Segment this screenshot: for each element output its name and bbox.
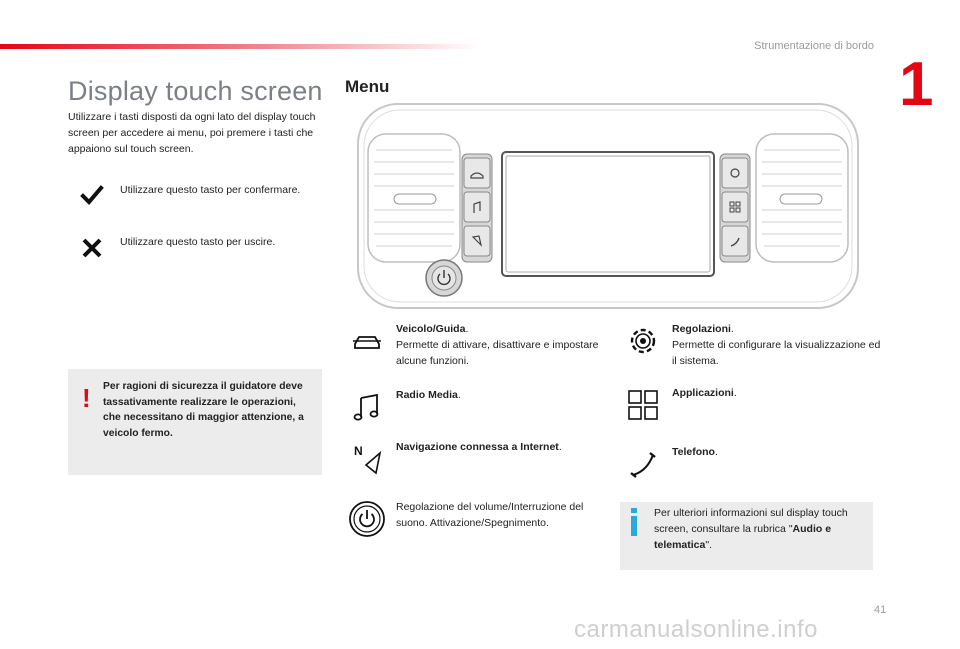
settings-text: Permette di configurare la visualizzazio… (672, 338, 881, 367)
exit-row: Utilizzare questo tasto per uscire. (80, 235, 275, 259)
info-text-link: Audio e telematica (654, 522, 832, 551)
page-title: Display touch screen (68, 76, 323, 106)
menu-title: Menu (345, 77, 390, 96)
right-air-vent (755, 133, 849, 263)
settings-label: Regolazioni (672, 323, 731, 335)
apps-grid-icon (624, 386, 662, 424)
confirm-text: Utilizzare questo tasto per confermare. (120, 184, 301, 196)
phone-label: Telefono (672, 446, 715, 458)
intro-paragraph: Utilizzare i tasti disposti da ogni lato… (68, 111, 316, 155)
warning-exclamation-icon: ! (82, 383, 91, 413)
left-air-vent (367, 133, 461, 263)
header-accent-bar (0, 44, 480, 49)
phone-handset-icon (624, 445, 662, 483)
radio-label: Radio Media (396, 389, 458, 401)
settings-gear-icon (624, 322, 662, 360)
power-icon (348, 500, 386, 538)
info-text-before: Per ulteriori informazioni sul display t… (654, 507, 848, 535)
power-text: Regolazione del volume/Interruzione del … (396, 501, 584, 529)
info-text-after: ". (705, 538, 713, 551)
info-text: Per ulteriori informazioni sul display t… (654, 506, 864, 553)
watermark: carmanualsonline.info (574, 616, 818, 643)
page-number: 41 (874, 604, 887, 616)
exit-text: Utilizzare questo tasto per uscire. (120, 236, 276, 248)
chapter-number: 1 (899, 50, 934, 119)
checkmark-icon (80, 183, 104, 207)
warning-box: ! Per ragioni di sicurezza il guidatore … (68, 369, 322, 475)
confirm-row: Utilizzare questo tasto per confermare. (80, 183, 300, 207)
navigation-icon: N (348, 440, 386, 478)
svg-text:N: N (354, 444, 363, 458)
warning-text: Per ragioni di sicurezza il guidatore de… (103, 381, 304, 439)
vehicle-text: Permette di attivare, disattivare e impo… (396, 338, 599, 367)
info-box: Per ulteriori informazioni sul display t… (620, 502, 873, 570)
car-icon (348, 322, 386, 360)
apps-label: Applicazioni (672, 387, 734, 399)
cross-icon (80, 235, 104, 259)
info-i-icon (630, 508, 638, 536)
dashboard-console-illustration (354, 100, 862, 312)
section-title: Strumentazione di bordo (754, 40, 874, 52)
vehicle-label: Veicolo/Guida (396, 323, 466, 335)
music-note-icon (348, 388, 386, 426)
navigation-label: Navigazione connessa a Internet (396, 441, 559, 453)
